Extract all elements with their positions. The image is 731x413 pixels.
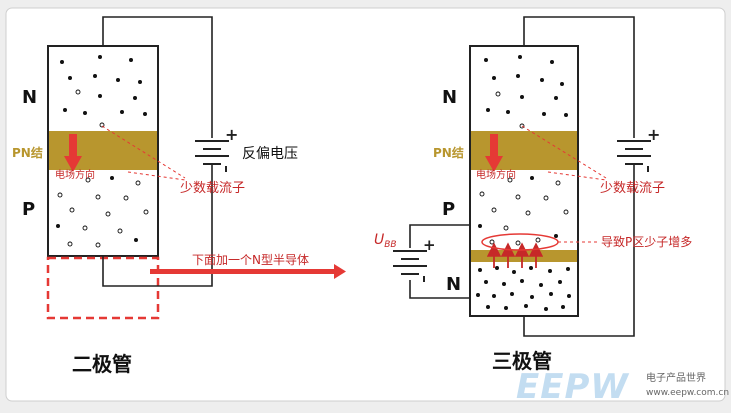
leader-line-right-2 [547, 171, 607, 181]
pn-junction-band-right [470, 131, 578, 170]
label-add-n-semiconductor: 下面加一个N型半导体 [192, 253, 309, 267]
eepw-watermark: EEPW 电子产品世界 www.eepw.com.cn [516, 367, 729, 407]
p-region-carriers-right [478, 176, 569, 246]
transistor-diagram: + + [374, 16, 692, 373]
wire-ubb-top [409, 224, 470, 248]
diode-diagram: + [12, 16, 346, 376]
label-p-right: P [442, 199, 455, 220]
battery-icon-right: + [617, 125, 660, 172]
svg-text:+: + [647, 125, 660, 144]
label-p-left: P [22, 199, 35, 220]
n-region-carriers-right [484, 55, 568, 129]
caption-diode: 二极管 [72, 352, 132, 376]
label-n-left: N [22, 87, 37, 108]
eepw-site: www.eepw.com.cn [646, 388, 729, 398]
p-region-carriers-left [56, 176, 149, 248]
leader-line-left-1 [101, 125, 186, 179]
field-arrow-right [485, 134, 503, 172]
label-minority-carriers-right: 少数载流子 [600, 181, 665, 196]
wire-bottom-right [523, 165, 635, 337]
label-field-direction-right: 电场方向 [476, 168, 516, 181]
wire-bottom-left [102, 165, 213, 287]
battery-ubb-icon: + [393, 236, 436, 282]
eepw-chinese-name: 电子产品世界 [646, 371, 706, 384]
eepw-logo: EEPW [516, 367, 629, 407]
n-bottom-carriers [476, 266, 571, 311]
label-n-right-bottom: N [446, 274, 461, 295]
label-ubb: UBB [374, 232, 397, 250]
label-pn-junction-left: PN结 [12, 145, 43, 160]
add-n-arrow [150, 264, 346, 279]
wire-top-right [523, 16, 635, 138]
label-n-right-top: N [442, 87, 457, 108]
label-minority-carriers-left: 少数载流子 [180, 181, 245, 196]
svg-text:+: + [423, 236, 436, 254]
n-region-carriers-left [60, 55, 147, 128]
label-pn-junction-right: PN结 [433, 145, 464, 160]
battery-icon: + [195, 125, 238, 172]
second-junction-band [470, 250, 578, 262]
diagram-panel [5, 7, 726, 402]
label-field-direction-left: 电场方向 [55, 168, 95, 181]
field-arrow-left [64, 134, 82, 172]
label-reverse-voltage: 反偏电压 [242, 146, 298, 162]
leader-line-right-1 [521, 125, 607, 179]
wire-ubb-bottom [409, 280, 470, 299]
label-minority-increase: 导致P区少子增多 [601, 235, 692, 249]
wire-top-left [102, 16, 213, 138]
pn-junction-band-left [48, 131, 158, 170]
caption-transistor: 三极管 [492, 349, 552, 373]
svg-text:+: + [225, 125, 238, 144]
